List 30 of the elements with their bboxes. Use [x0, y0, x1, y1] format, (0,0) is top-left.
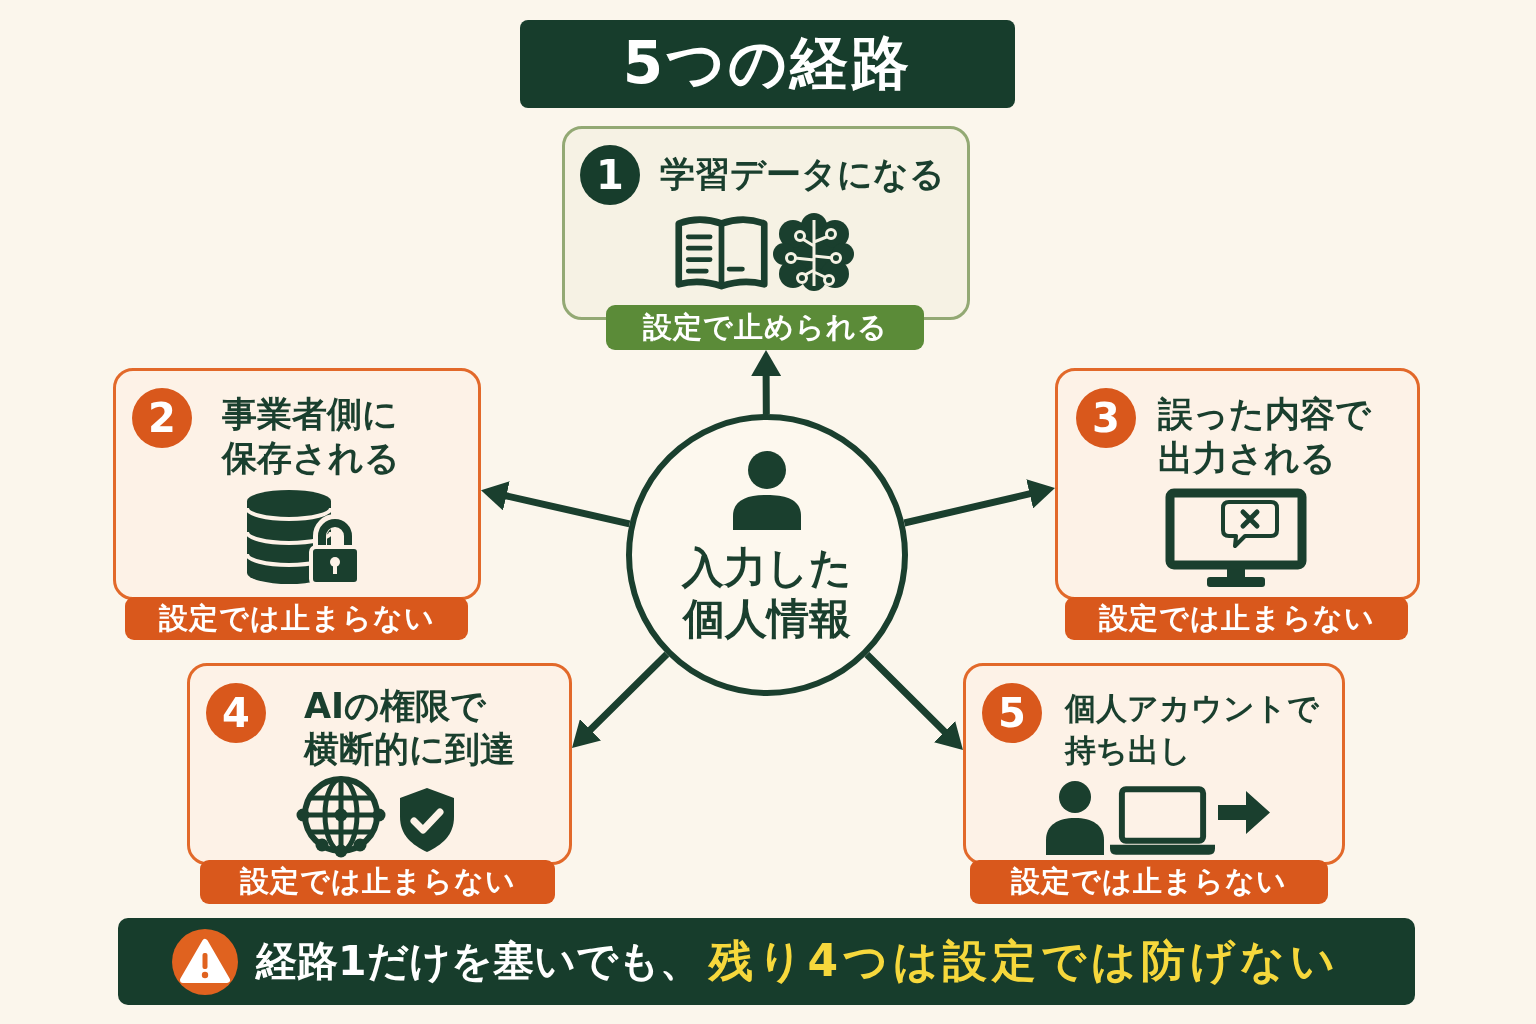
- step-number: 4: [206, 683, 266, 743]
- status-tag: 設定では止まらない: [200, 860, 555, 904]
- status-tag: 設定では止まらない: [125, 597, 468, 640]
- route-card: [963, 663, 1345, 904]
- card-heading: 学習データになる: [660, 153, 946, 196]
- card-heading: 事業者側に保存される: [222, 393, 401, 480]
- card-heading: 誤った内容で出力される: [1158, 393, 1372, 480]
- arrow: [751, 350, 782, 414]
- route-card: [113, 368, 481, 640]
- arrow: [903, 479, 1056, 527]
- arrow: [480, 481, 631, 528]
- step-number: 5: [982, 683, 1042, 743]
- arrow: [569, 651, 670, 751]
- step-number: 2: [132, 388, 192, 448]
- route-card: [562, 126, 970, 350]
- route-card: [1055, 368, 1420, 640]
- step-number: 1: [580, 145, 640, 205]
- step-number: 3: [1076, 388, 1136, 448]
- card-heading: 個人アカウントで持ち出し: [1065, 689, 1320, 770]
- hub-label: 入力した個人情報: [680, 542, 853, 644]
- route-card: [187, 663, 572, 904]
- arrow: [864, 651, 966, 753]
- title-banner: 5つの経路: [520, 20, 1015, 108]
- warning-banner: [118, 918, 1415, 1005]
- status-tag: 設定では止まらない: [970, 860, 1328, 904]
- status-tag: 設定で止められる: [606, 305, 924, 350]
- card-heading: AIの権限で横断的に到達: [304, 685, 516, 771]
- status-tag: 設定では止まらない: [1065, 597, 1408, 640]
- warning-text: 経路1だけを塞いでも、: [256, 936, 701, 987]
- highlight-text: 残り4つは設定では防げない: [708, 934, 1341, 988]
